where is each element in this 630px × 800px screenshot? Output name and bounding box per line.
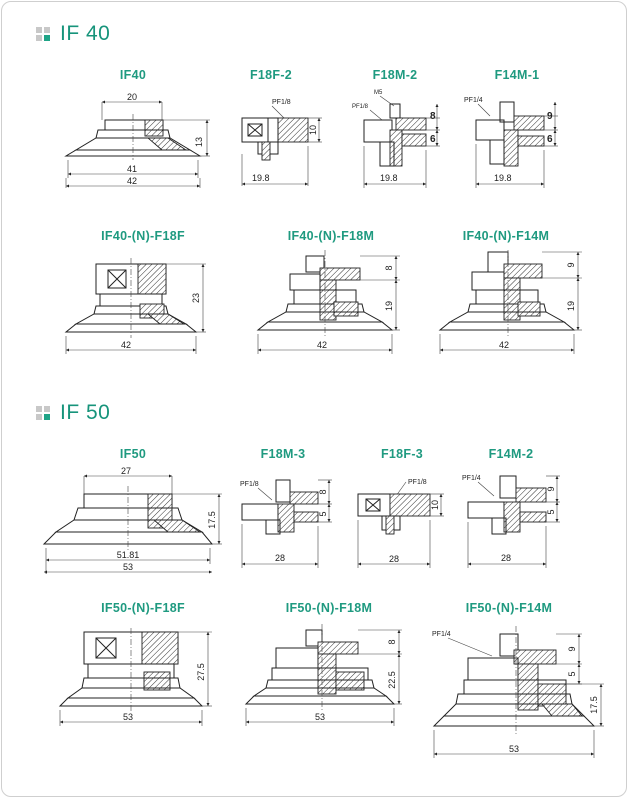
product-title-f18m-2: F18M-2 [372,68,418,82]
drawing-if40-n-f18m: 8 19 42 [256,250,400,354]
product-title-if40: IF40 [119,68,147,82]
product-title-f18f-3: F18F-3 [380,447,424,461]
drawing-f18m-3: PF1/8 8 5 28 [240,479,332,568]
dim-h2: 22.5 [387,671,397,689]
drawing-if50-n-f18m: 8 22.5 53 [244,624,402,726]
dim-height: 17.5 [207,511,217,529]
drawing-if40-n-f14m: 9 19 42 [438,250,582,354]
dim-h1: 9 [567,646,577,651]
dim-h2: 6 [430,134,436,145]
dim-height: 27.5 [196,663,206,681]
dim-width: 53 [123,712,133,722]
drawing-f18f-2: PF1/8 10 19.8 [241,99,322,186]
product-title-if50-n-f18f: IF50-(N)-F18F [101,601,185,615]
dim-h1: 8 [384,265,394,270]
product-title-if40-n-f14m: IF40-(N)-F14M [462,229,550,243]
product-title-if50: IF50 [119,447,147,461]
dim-width: 53 [315,712,325,722]
product-title-f14m-2: F14M-2 [488,447,534,461]
dim-width: 19.8 [494,173,512,183]
dim-h2: 6 [547,134,553,145]
product-title-f14m-1: F14M-1 [494,68,540,82]
dim-height: 23 [191,293,201,303]
dim-top: 20 [127,92,137,102]
product-title-if50-n-f18m: IF50-(N)-F18M [285,601,373,615]
port-label: PF1/8 [272,99,291,106]
dim-width: 53 [509,744,519,754]
dim-h2: 19 [384,301,394,311]
dim-h2: 19 [566,301,576,311]
section-header-if40: IF 40 [36,22,110,46]
section-header-if50: IF 50 [36,401,110,425]
product-title-if40-n-f18f: IF40-(N)-F18F [101,229,185,243]
port-label: PF1/8 [408,479,427,486]
port-label: PF1/4 [464,97,483,104]
dim-h1: 9 [546,486,556,491]
dim-h2: 5 [318,511,328,516]
dim-height: 10 [308,125,318,135]
port-label: PF1/8 [352,104,369,110]
dim-width: 42 [121,340,131,350]
dim-width: 28 [501,553,511,563]
product-title-if40-n-f18m: IF40-(N)-F18M [287,229,375,243]
dim-h1: 8 [318,489,328,494]
drawing-if50-n-f14m: PF1/4 9 5 17.5 53 [432,626,604,758]
dim-bottom: 53 [123,562,133,572]
port-label: PF1/8 [240,481,259,488]
thread-label: M5 [374,90,383,96]
dim-height: 10 [430,500,440,510]
section-title: IF 50 [60,401,111,424]
dim-mid: 41 [127,164,137,174]
dim-width: 19.8 [380,173,398,183]
section-bullet-icon [36,406,50,420]
dim-top: 27 [121,466,131,476]
drawing-f14m-2: PF1/4 9 5 28 [462,475,560,568]
drawing-if40: 20 13 41 42 [64,92,210,188]
port-label: PF1/4 [462,475,481,482]
dim-width: 19.8 [252,173,270,183]
dim-width: 28 [275,553,285,563]
dim-h2: 5 [546,509,556,514]
dim-width: 42 [317,340,327,350]
dim-h1: 8 [430,111,436,122]
product-title-if50-n-f14m: IF50-(N)-F14M [465,601,553,615]
dim-width: 28 [389,554,399,564]
drawing-f14m-1: PF1/4 9 6 19.8 [464,97,558,188]
dim-h1: 9 [547,111,553,122]
dim-mid: 51.81 [117,550,140,560]
dim-h2: 5 [567,671,577,676]
drawing-f18f-3: PF1/8 10 28 [357,479,444,568]
dim-h1: 9 [566,262,576,267]
port-label: PF1/4 [432,631,451,638]
product-title-f18f-2: F18F-2 [249,68,293,82]
dim-bottom: 42 [127,176,137,186]
dim-height: 13 [194,137,204,147]
drawing-if40-n-f18f: 23 42 [64,258,206,354]
drawing-if50-n-f18f: 27.5 53 [58,628,212,726]
dim-h1: 8 [387,639,397,644]
dim-h3: 17.5 [589,696,599,714]
drawing-f18m-2: M5 PF1/8 8 6 19.8 [352,90,440,188]
drawing-if50: 27 17.5 51.81 53 [42,466,222,574]
product-title-f18m-3: F18M-3 [260,447,306,461]
section-bullet-icon [36,27,50,41]
dim-width: 42 [499,340,509,350]
section-title: IF 40 [60,22,111,45]
